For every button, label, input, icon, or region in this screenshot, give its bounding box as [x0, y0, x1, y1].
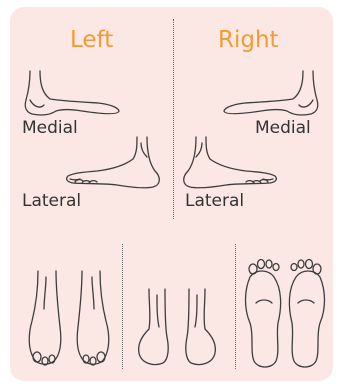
foot-diagram-card: Left Right Medial Medial Lateral	[10, 7, 333, 381]
posterior-view-feet-illustration	[129, 287, 225, 369]
plantar-view-feet-illustration	[240, 257, 330, 369]
left-heading: Left	[70, 27, 113, 53]
right-medial-foot-illustration	[221, 67, 321, 119]
left-lateral-foot-illustration	[65, 135, 165, 191]
left-medial-foot-illustration	[22, 67, 122, 119]
right-heading: Right	[218, 27, 279, 53]
left-right-divider	[173, 19, 174, 219]
dorsal-view-feet-illustration	[24, 269, 114, 369]
right-lateral-label: Lateral	[185, 191, 244, 211]
left-lateral-label: Lateral	[22, 191, 81, 211]
right-lateral-foot-illustration	[178, 135, 278, 191]
bottom-divider-1	[122, 244, 123, 369]
bottom-divider-2	[235, 244, 236, 369]
